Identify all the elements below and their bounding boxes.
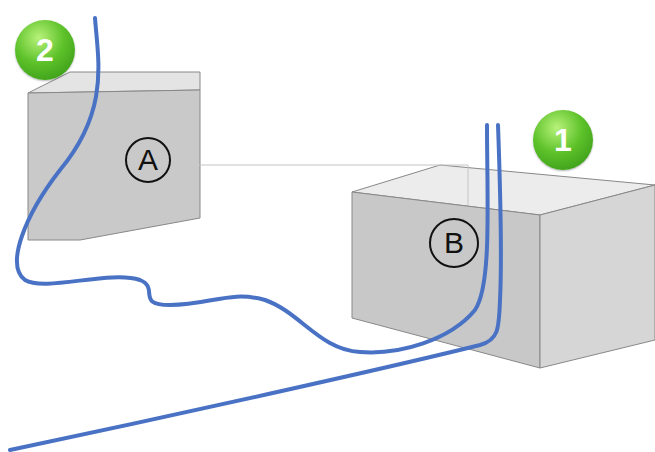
box-front <box>352 192 540 368</box>
part-letter: B <box>429 218 479 268</box>
callout-number: 1 <box>554 122 572 159</box>
cable <box>10 125 501 450</box>
callout-badge: 2 <box>15 20 75 80</box>
box-front <box>28 90 200 240</box>
cable <box>17 18 488 352</box>
connector-line <box>198 165 468 205</box>
box-side <box>540 185 655 368</box>
part-letter: A <box>125 137 171 183</box>
box-face: B <box>356 205 536 335</box>
callout-number: 2 <box>36 32 54 69</box>
callout-badge: 1 <box>533 110 593 170</box>
box-face: A <box>30 97 198 235</box>
